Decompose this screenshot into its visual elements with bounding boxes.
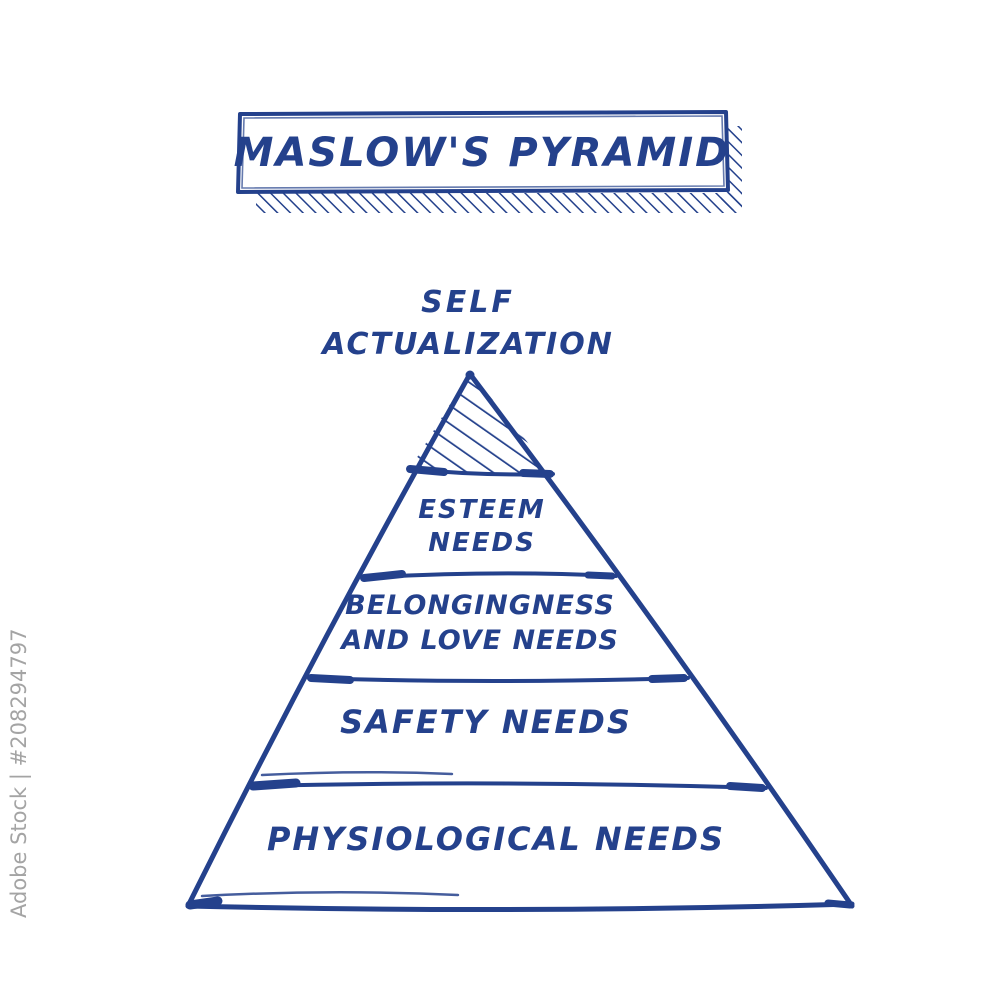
pyramid-right-edge — [467, 371, 855, 909]
divider-4 — [249, 781, 768, 790]
diagram-title: MASLOW'S PYRAMID — [234, 130, 731, 176]
belongingness-label-line2: AND LOVE NEEDS — [339, 625, 619, 656]
divider-2-right-blob — [584, 571, 616, 580]
safety-label: SAFETY NEEDS — [340, 703, 632, 741]
title-box-border-sketch — [241, 115, 725, 189]
top-label: SELF ACTUALIZATION — [320, 285, 614, 362]
pyramid: ESTEEM NEEDS BELONGINGNESS AND LOVE NEED… — [185, 370, 855, 913]
divider-3-left-blob — [307, 674, 354, 684]
base-left-corner-blob — [185, 896, 223, 910]
pyramid-base-edge — [185, 901, 855, 913]
esteem-label-line2: NEEDS — [428, 528, 536, 558]
divider-4-left-blob — [248, 778, 301, 791]
physiological-label: PHYSIOLOGICAL NEEDS — [267, 820, 725, 858]
divider-3-right-blob — [648, 674, 688, 683]
pyramid-left-edge — [185, 371, 473, 909]
divider-1-right-blob — [519, 469, 554, 478]
base-right-corner-blob — [824, 899, 854, 909]
title-box-shadow-bottom — [256, 193, 742, 213]
divider-4-right-blob — [726, 782, 766, 792]
divider-1-left-blob — [406, 465, 448, 476]
self-actualization-label-line2: ACTUALIZATION — [320, 327, 614, 362]
level-safety: SAFETY NEEDS — [340, 703, 632, 741]
level-physiological: PHYSIOLOGICAL NEEDS — [267, 820, 725, 858]
title-box-border — [236, 110, 730, 194]
self-actualization-label-line1: SELF — [421, 285, 515, 320]
divider-2-left-blob — [360, 570, 406, 582]
pyramid-base-sketch-line — [200, 890, 460, 898]
divider-3 — [307, 676, 690, 683]
stock-watermark: Adobe Stock | #208294797 — [7, 629, 32, 919]
apex-ink-blob — [465, 370, 475, 380]
level-belongingness: BELONGINGNESS AND LOVE NEEDS — [339, 590, 619, 656]
belongingness-label-line1: BELONGINGNESS — [345, 590, 615, 621]
divider-4-sketch-line — [260, 770, 454, 777]
esteem-label-line1: ESTEEM — [418, 495, 546, 525]
title-box: MASLOW'S PYRAMID — [234, 110, 742, 213]
level-esteem: ESTEEM NEEDS — [418, 495, 546, 558]
